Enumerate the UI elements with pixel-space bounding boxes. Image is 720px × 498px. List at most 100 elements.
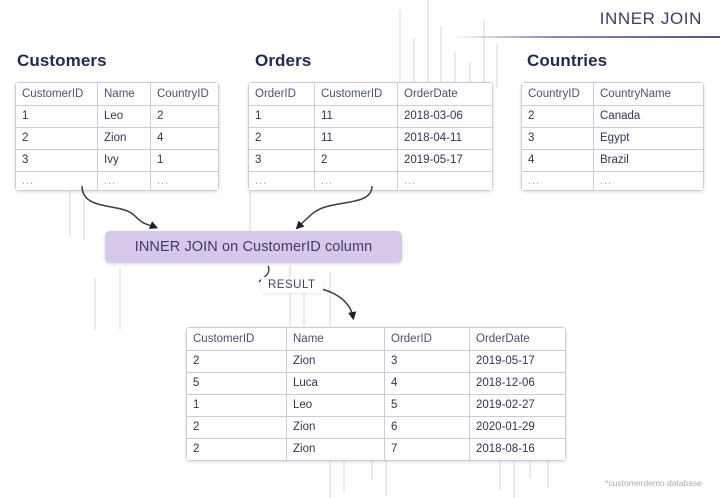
cell: 2019-05-17 [397, 149, 493, 172]
inner-join-box: INNER JOIN on CustomerID column [105, 231, 402, 263]
customers-table: CustomerID Name CountryID 1 Leo 2 2 Zion… [15, 82, 219, 191]
table-row: 1 Leo 2 [15, 105, 219, 128]
column-header: OrderDate [397, 82, 493, 106]
column-header: CountryName [593, 82, 704, 106]
cell: 2 [186, 350, 287, 373]
cell: 2 [248, 127, 315, 150]
cell: ... [314, 171, 398, 191]
cell: 2 [186, 416, 287, 439]
cell: Leo [286, 394, 385, 417]
table-row-ellipsis: ... ... ... [248, 171, 493, 191]
cell: 2018-04-11 [397, 127, 493, 150]
table-row: 2 Canada [521, 105, 704, 128]
cell: 3 [384, 350, 470, 373]
cell: ... [15, 171, 98, 191]
cell: 7 [384, 438, 470, 461]
cell: Zion [97, 127, 151, 150]
table-row: 1 11 2018-03-06 [248, 105, 493, 128]
cell: 2018-08-16 [469, 438, 566, 461]
table-row: 4 Brazil [521, 149, 704, 172]
cell: 2018-12-06 [469, 372, 566, 395]
cell: 2020-01-29 [469, 416, 566, 439]
cell: 1 [15, 105, 98, 128]
table-row: 3 2 2019-05-17 [248, 149, 493, 172]
cell: ... [248, 171, 315, 191]
table-row: 2 Zion 7 2018-08-16 [186, 438, 566, 461]
footnote: *customerdemo database [605, 478, 702, 488]
column-header: OrderID [384, 327, 470, 351]
cell: ... [593, 171, 704, 191]
countries-table-title: Countries [527, 51, 608, 70]
cell: 2 [15, 127, 98, 150]
result-label: RESULT [261, 277, 323, 293]
inner-join-label: INNER JOIN on CustomerID column [134, 239, 373, 255]
table-header-row: OrderID CustomerID OrderDate [248, 82, 493, 106]
table-row-ellipsis: ... ... [521, 171, 704, 191]
cell: 2018-03-06 [397, 105, 493, 128]
column-header: CountryID [150, 82, 219, 106]
column-header: Name [286, 327, 385, 351]
cell: 2019-02-27 [469, 394, 566, 417]
column-header: Name [97, 82, 151, 106]
cell: 3 [521, 127, 594, 150]
cell: 4 [150, 127, 219, 150]
cell: 1 [248, 105, 315, 128]
column-header: CustomerID [15, 82, 98, 106]
cell: Brazil [593, 149, 704, 172]
cell: 6 [384, 416, 470, 439]
table-header-row: CustomerID Name CountryID [15, 82, 219, 106]
table-row: 2 Zion 6 2020-01-29 [186, 416, 566, 439]
arrow-orders-to-join [295, 185, 373, 230]
table-row-ellipsis: ... ... ... [15, 171, 219, 191]
column-header: CustomerID [186, 327, 287, 351]
cell: 1 [186, 394, 287, 417]
cell: Zion [286, 416, 385, 439]
orders-table: OrderID CustomerID OrderDate 1 11 2018-0… [248, 82, 493, 191]
column-header: OrderDate [469, 327, 566, 351]
table-row: 2 Zion 3 2019-05-17 [186, 350, 566, 373]
page-title: INNER JOIN [599, 9, 702, 28]
table-row: 2 11 2018-04-11 [248, 127, 493, 150]
countries-table: CountryID CountryName 2 Canada 3 Egypt 4… [521, 82, 704, 191]
cell: Egypt [593, 127, 704, 150]
table-row: 3 Egypt [521, 127, 704, 150]
table-row: 3 Ivy 1 [15, 149, 219, 172]
orders-table-title: Orders [255, 51, 312, 70]
cell: 2 [314, 149, 398, 172]
cell: 1 [150, 149, 219, 172]
cell: 5 [186, 372, 287, 395]
customers-table-title: Customers [17, 51, 107, 70]
column-header: CountryID [521, 82, 594, 106]
table-row: 1 Leo 5 2019-02-27 [186, 394, 566, 417]
cell: Luca [286, 372, 385, 395]
result-table: CustomerID Name OrderID OrderDate 2 Zion… [186, 327, 566, 461]
cell: 2019-05-17 [469, 350, 566, 373]
cell: Leo [97, 105, 151, 128]
arrow-customers-to-join [81, 185, 159, 229]
title-rule [452, 36, 720, 38]
table-header-row: CountryID CountryName [521, 82, 704, 106]
cell: 4 [384, 372, 470, 395]
cell: ... [397, 171, 493, 191]
cell: Zion [286, 438, 385, 461]
column-header: OrderID [248, 82, 315, 106]
cell: ... [97, 171, 151, 191]
table-row: 2 Zion 4 [15, 127, 219, 150]
cell: ... [521, 171, 594, 191]
column-header: CustomerID [314, 82, 398, 106]
cell: Zion [286, 350, 385, 373]
cell: 11 [314, 127, 398, 150]
cell: 3 [248, 149, 315, 172]
cell: 2 [186, 438, 287, 461]
cell: 11 [314, 105, 398, 128]
table-row: 5 Luca 4 2018-12-06 [186, 372, 566, 395]
cell: ... [150, 171, 219, 191]
cell: 2 [150, 105, 219, 128]
cell: 5 [384, 394, 470, 417]
cell: Canada [593, 105, 704, 128]
cell: Ivy [97, 149, 151, 172]
cell: 2 [521, 105, 594, 128]
table-header-row: CustomerID Name OrderID OrderDate [186, 327, 566, 351]
cell: 4 [521, 149, 594, 172]
